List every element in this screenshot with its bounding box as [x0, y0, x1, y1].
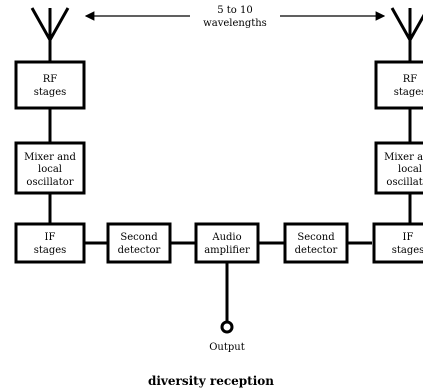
diagram-caption: diversity reception: [148, 374, 274, 388]
block-label-line: Mixer and: [24, 152, 76, 163]
block-label-line: IF: [403, 232, 414, 243]
left-rf-stages-block: RF stages: [14, 60, 86, 110]
block-label-line: stages: [34, 245, 67, 256]
block-label-line: local: [38, 164, 62, 175]
block-label-line: IF: [45, 232, 56, 243]
block-label-line: Second: [297, 232, 335, 243]
left-second-detector-block: Second detector: [106, 222, 172, 264]
block-label-line: detector: [295, 245, 338, 256]
right-rf-stages-block: RF stages: [374, 60, 423, 110]
left-if-stages-block: IF stages: [14, 222, 86, 264]
right-second-detector-block: Second detector: [283, 222, 349, 264]
antenna-spacing-indicator: 5 to 10 wavelengths: [84, 5, 386, 29]
output-label: Output: [209, 342, 245, 353]
signal-wires: [48, 38, 412, 322]
block-label-line: detector: [118, 245, 161, 256]
output-terminal-icon: [220, 320, 234, 334]
block-label-line: Second: [120, 232, 158, 243]
left-mixer-oscillator-block: Mixer and local oscillator: [14, 141, 86, 195]
block-label-line: oscillator: [26, 177, 73, 188]
block-label-line: stages: [394, 87, 423, 98]
block-label-line: stages: [34, 87, 67, 98]
spacing-label-line-1: 5 to 10: [217, 5, 252, 16]
block-label-line: Audio: [211, 232, 241, 243]
output-terminal: Output: [209, 320, 245, 353]
left-antenna-icon: [30, 7, 70, 44]
block-label-line: Mixer and: [384, 152, 423, 163]
spacing-label-line-2: wavelengths: [203, 18, 267, 29]
block-label-line: oscillator: [386, 177, 423, 188]
block-label-line: RF: [403, 74, 418, 85]
audio-amplifier-block: Audio amplifier: [194, 222, 260, 264]
right-antenna-icon: [390, 7, 423, 44]
block-label-line: local: [398, 164, 422, 175]
block-label-line: stages: [392, 245, 423, 256]
right-mixer-oscillator-block: Mixer and local oscillator: [374, 141, 423, 195]
right-if-stages-block: IF stages: [372, 222, 423, 264]
block-label-line: RF: [43, 74, 58, 85]
block-label-line: amplifier: [204, 245, 250, 256]
